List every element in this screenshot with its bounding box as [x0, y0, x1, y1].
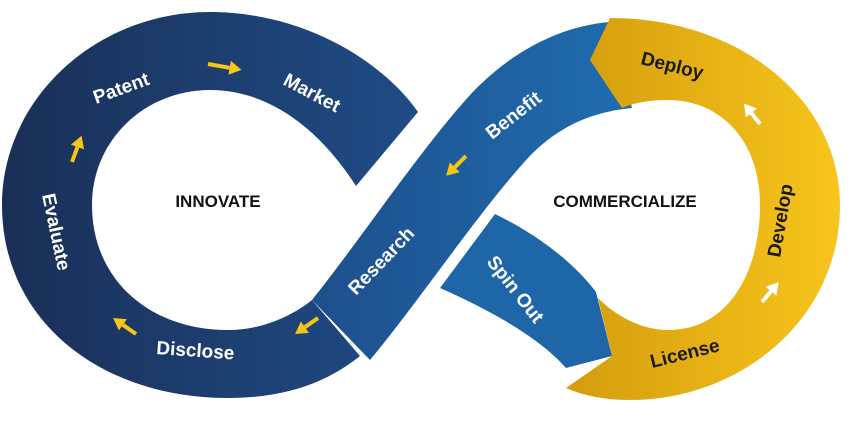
- arrow-benefit-to-research: [446, 154, 468, 176]
- arrow-patent-to-market: [207, 60, 242, 75]
- arrow-evaluate-to-patent: [70, 135, 85, 163]
- spin-out-band: [440, 214, 612, 368]
- arrow-research-to-disclose: [295, 316, 320, 335]
- arrow-license-to-develop: [760, 282, 779, 304]
- right-loop-band: [566, 18, 840, 400]
- arrow-disclose-to-evaluate: [113, 317, 138, 336]
- left-loop-band: [2, 12, 418, 398]
- arrow-develop-to-deploy: [743, 103, 762, 126]
- commercialize-label: COMMERCIALIZE: [553, 192, 697, 211]
- crossover-band: [312, 22, 632, 360]
- innovate-label: INNOVATE: [175, 192, 260, 211]
